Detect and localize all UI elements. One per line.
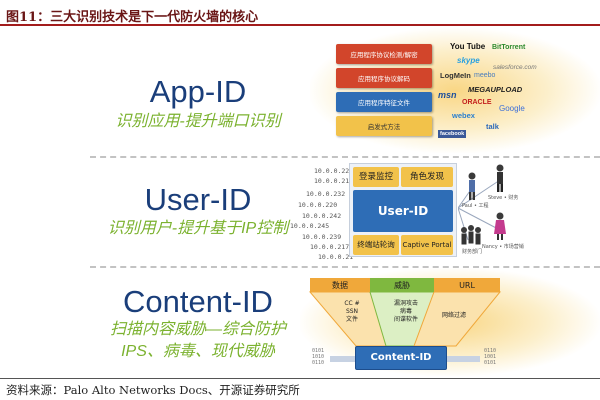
ip-address: 10.0.0.220 (298, 201, 338, 209)
bits-right: 0110 1001 0101 (484, 348, 497, 366)
users-illustration (458, 164, 506, 245)
tab-url: URL (459, 280, 475, 290)
content-id-subtitle-line2: IPS、病毒、现代威胁 (121, 343, 275, 360)
source-rule (0, 378, 600, 379)
person-label-paul: Paul • 工程 (462, 203, 489, 209)
tab-data: 数据 (332, 280, 348, 290)
user-id-subtitle: 识别用户-提升基于IP控制 (107, 220, 289, 237)
section-divider (90, 266, 600, 268)
tab-bg-url (434, 278, 500, 292)
ip-address: 10.0.0.232 (306, 190, 346, 198)
content-id-funnel (308, 278, 502, 362)
logo-google: Google (499, 104, 525, 113)
content-id-heading: Content-ID (123, 284, 273, 319)
logo-skype: skype (457, 56, 480, 65)
data-items: CC # SSN 文件 (344, 300, 360, 323)
content-id-engine-box: Content-ID (355, 346, 447, 370)
bits-left: 0101 1010 0110 (312, 348, 325, 366)
user-id-heading: User-ID (144, 182, 252, 217)
content-id-subtitle-line1: 扫描内容威胁—综合防护 (109, 321, 286, 338)
person-steve-icon (496, 164, 504, 192)
person-label-steve: Steve • 财务 (488, 195, 519, 201)
captive-portal-box: Captive Portal (401, 235, 453, 255)
endpoint-polling-box: 终端站轮询 (353, 235, 399, 255)
person-group-icon (461, 225, 481, 245)
login-monitor-box: 登录监控 (353, 167, 399, 187)
logo-oracle: ORACLE (462, 99, 492, 106)
ip-address: 10.0.0.217 (310, 243, 350, 251)
ip-address: 10.0.0.211 (314, 177, 354, 185)
ip-address: 10.0.0.242 (302, 212, 342, 220)
stack-layer-signatures: 应用程序特征文件 (336, 92, 432, 112)
user-link-line (458, 179, 501, 209)
role-discovery-box: 角色发现 (401, 167, 453, 187)
logo-bittorrent: BitTorrent (492, 44, 526, 51)
title-rule (0, 24, 600, 26)
ip-address: 10.0.0.21 (318, 253, 354, 261)
ip-address: 10.0.0.227 (314, 167, 354, 175)
logo-logmein: LogMeIn (440, 71, 471, 80)
section-divider (90, 156, 600, 158)
logo-megaupload: MEGAUPLOAD (468, 85, 523, 94)
user-id-center-box: User-ID (353, 190, 453, 232)
app-id-heading: App-ID (149, 74, 247, 109)
app-id-subtitle: 识别应用-提升端口识别 (115, 113, 281, 130)
stack-layer-heuristics: 启发式方法 (336, 116, 432, 136)
logo-msn: msn (438, 90, 457, 100)
logo-youtube: You Tube (450, 42, 486, 51)
ip-address: 10.0.0.239 (302, 233, 342, 241)
person-paul-icon (468, 172, 476, 200)
stack-layer-protocol-decryption: 应用程序协议检测/解密 (336, 44, 432, 64)
threat-items: 漏洞攻击 病毒 间谍软件 (393, 300, 418, 323)
ip-address: 10.0.0.245 (290, 222, 330, 230)
person-nancy-icon (494, 212, 506, 240)
user-link-line (458, 207, 501, 231)
logo-webex: webex (452, 111, 475, 120)
logo-facebook: facebook (438, 130, 467, 138)
stack-layer-protocol-decoding: 应用程序协议解码 (336, 68, 432, 88)
tab-threat: 威胁 (394, 280, 410, 290)
figure-title: 图11：三大识别技术是下一代防火墙的核心 (6, 10, 259, 25)
person-label-group: 财务部门 (462, 249, 483, 255)
logo-gtalk: talk (486, 122, 499, 131)
tab-bg-data (310, 278, 370, 292)
person-label-nancy: Nancy • 市场营销 (482, 244, 524, 250)
source-note: 资料来源：Palo Alto Networks Docs、开源证券研究所 (6, 383, 300, 397)
url-items: 网络过滤 (441, 312, 466, 319)
tab-bg-threat (370, 278, 434, 292)
logo-meebo: meebo (474, 72, 496, 79)
logo-salesforce: salesforce.com (493, 64, 537, 71)
